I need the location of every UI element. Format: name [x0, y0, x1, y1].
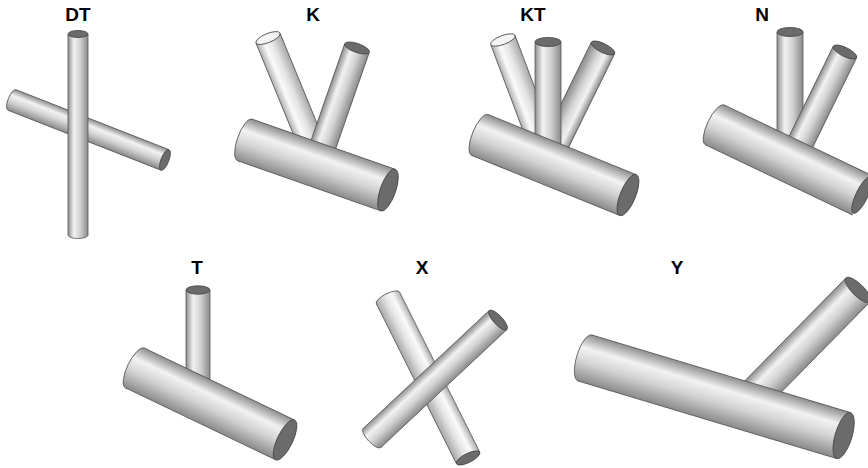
joint-label: Y	[671, 258, 684, 277]
joint-label: K	[306, 5, 320, 24]
joint-label: T	[191, 258, 203, 277]
joint-label: DT	[65, 5, 90, 24]
joint-label: KT	[520, 5, 545, 24]
joint-label: X	[416, 258, 429, 277]
brace-tube	[68, 31, 88, 239]
chord-tube	[465, 112, 644, 219]
chord-tube	[699, 102, 868, 218]
chord-tube	[119, 345, 302, 463]
chord-tube	[4, 88, 172, 171]
brace-tube	[360, 308, 510, 451]
chord-tube	[570, 333, 858, 461]
chord-tube	[230, 117, 402, 214]
joint-label: N	[755, 5, 769, 24]
